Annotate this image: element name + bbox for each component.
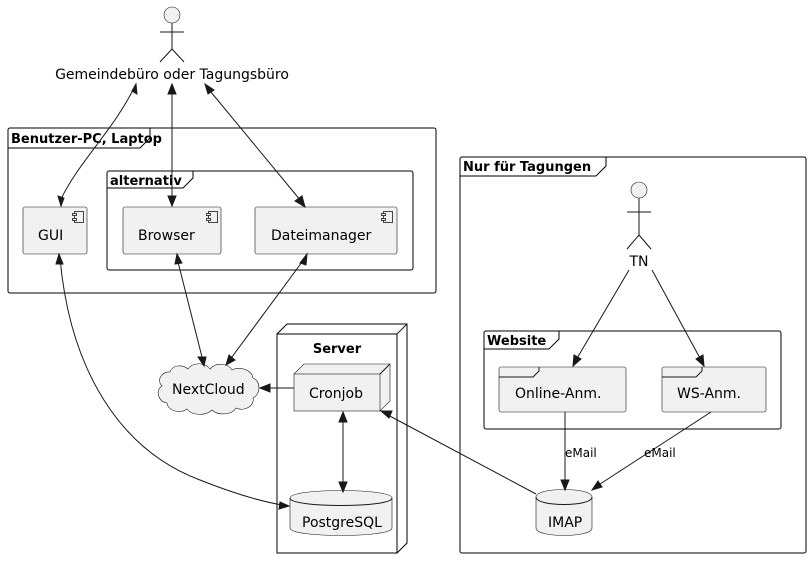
edges: eMail eMail	[55, 82, 712, 510]
website-ws-label: WS-Anm.	[677, 386, 741, 402]
frame-alternativ-title: alternativ	[110, 174, 182, 189]
component-browser: Browser	[122, 206, 222, 255]
actor-office: Gemeindebüro oder Tagungsbüro	[55, 6, 289, 83]
node-server-title: Server	[313, 342, 362, 357]
frame-client: Benutzer-PC, Laptop	[7, 127, 437, 294]
component-icon	[72, 211, 84, 223]
frame-tagungen: Nur für Tagungen	[459, 156, 807, 554]
frame-website: Website	[483, 330, 782, 430]
component-dateimanager: Dateimanager	[254, 206, 398, 255]
edge-dateimanager-nextcloud	[228, 257, 306, 362]
frame-client-title: Benutzer-PC, Laptop	[11, 132, 162, 147]
cloud-nextcloud-label: NextCloud	[172, 382, 245, 398]
component-dateimanager-label: Dateimanager	[271, 228, 372, 244]
database-imap-label: IMAP	[548, 515, 582, 531]
frame-alternativ: alternativ	[106, 170, 414, 271]
component-gui: GUI	[22, 206, 88, 255]
edge-office-dateimanager	[205, 85, 302, 202]
component-gui-label: GUI	[38, 228, 63, 244]
edge-online-imap-label: eMail	[565, 446, 597, 460]
edge-ws-imap	[596, 411, 712, 487]
server-cronjob-label: Cronjob	[309, 386, 363, 402]
edge-gui-postgresql	[59, 257, 283, 506]
website-online-label: Online-Anm.	[515, 386, 601, 402]
database-postgresql-label: PostgreSQL	[302, 515, 382, 531]
frame-tagungen-title: Nur für Tagungen	[463, 160, 591, 175]
edge-ws-imap-label: eMail	[644, 446, 676, 460]
actor-tn-label: TN	[628, 254, 648, 270]
edge-tn-ws	[651, 269, 702, 361]
website-ws-anm: WS-Anm.	[661, 366, 767, 413]
component-icon	[206, 211, 218, 223]
edge-office-gui	[60, 83, 137, 200]
cloud-nextcloud: NextCloud	[157, 363, 260, 415]
edge-imap-cronjob	[385, 413, 537, 495]
actor-office-label: Gemeindebüro oder Tagungsbüro	[55, 67, 289, 83]
component-icon	[381, 211, 393, 223]
edge-browser-nextcloud	[176, 257, 204, 362]
edge-tn-online	[575, 269, 630, 361]
website-online-anm: Online-Anm.	[498, 366, 627, 413]
database-imap: IMAP	[535, 489, 593, 536]
actor-tn: TN	[626, 181, 652, 270]
component-browser-label: Browser	[138, 228, 195, 244]
server-cronjob: Cronjob	[293, 363, 391, 412]
database-postgresql: PostgreSQL	[289, 490, 393, 536]
frame-website-title: Website	[487, 334, 546, 349]
